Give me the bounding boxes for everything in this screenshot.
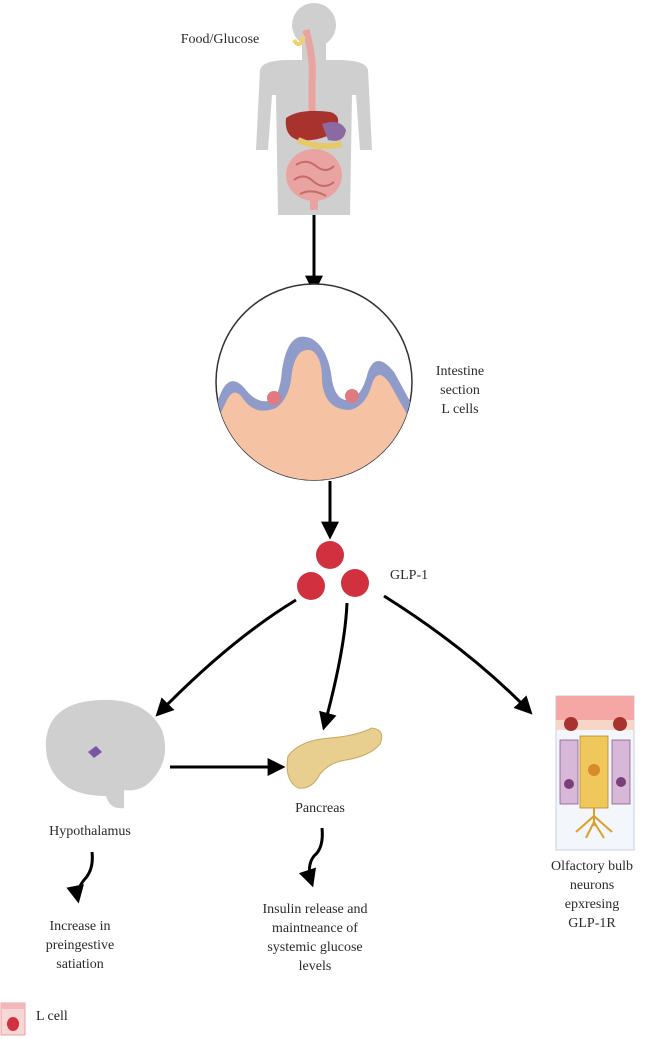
- olfactory-bulb-icon: [555, 695, 635, 851]
- satiation-label-line-1: Increase in: [49, 919, 111, 934]
- glp1-label: GLP-1: [390, 568, 429, 583]
- olfactory-label-line-2: neurons: [569, 878, 615, 893]
- pancreas-icon: [286, 727, 383, 789]
- olfactory-label-line-1: Olfactory bulb: [550, 859, 634, 874]
- olfactory-label-line-4: GLP-1R: [568, 916, 616, 931]
- insulin-label: Insulin release and maintneance of syste…: [240, 900, 390, 976]
- olfactory-label-line-3: epxresing: [564, 897, 620, 912]
- arrow-glp1-to-pancreas: [319, 602, 349, 731]
- intestine-label-line-2: section: [440, 383, 480, 398]
- l-cell-icon: [0, 1002, 26, 1036]
- insulin-label-line-2: maintneance of: [272, 921, 358, 936]
- legend: L cell: [0, 1002, 120, 1036]
- intestine-label-line-3: L cells: [441, 402, 479, 417]
- arrow-glp1-to-hypothalamus: [155, 598, 297, 717]
- insulin-label-line-3: systemic glucose: [267, 940, 363, 955]
- brain-icon: [45, 699, 166, 809]
- intestine-label: Intestine section L cells: [420, 362, 500, 419]
- food-glucose-label: Food/Glucose: [180, 32, 260, 47]
- glp1-molecules-icon: [297, 541, 369, 600]
- legend-label: L cell: [36, 1009, 68, 1024]
- satiation-label-line-2: preingestive: [45, 938, 115, 953]
- insulin-label-line-4: levels: [298, 959, 332, 974]
- arrow-hypothalamus-to-satiation: [66, 851, 94, 904]
- hypothalamus-label: Hypothalamus: [49, 824, 131, 839]
- arrow-pancreas-to-insulin: [298, 827, 324, 888]
- pancreas-label: Pancreas: [295, 801, 345, 816]
- satiation-label-line-3: satiation: [56, 957, 104, 972]
- insulin-label-line-1: Insulin release and: [262, 902, 368, 917]
- intestine-label-line-1: Intestine: [435, 364, 485, 379]
- arrow-glp1-to-olfactory: [383, 594, 533, 715]
- intestine-section-icon: [215, 283, 413, 481]
- human-body-icon: [256, 3, 372, 215]
- satiation-label: Increase in preingestive satiation: [30, 917, 130, 974]
- olfactory-label: Olfactory bulb neurons epxresing GLP-1R: [536, 857, 648, 933]
